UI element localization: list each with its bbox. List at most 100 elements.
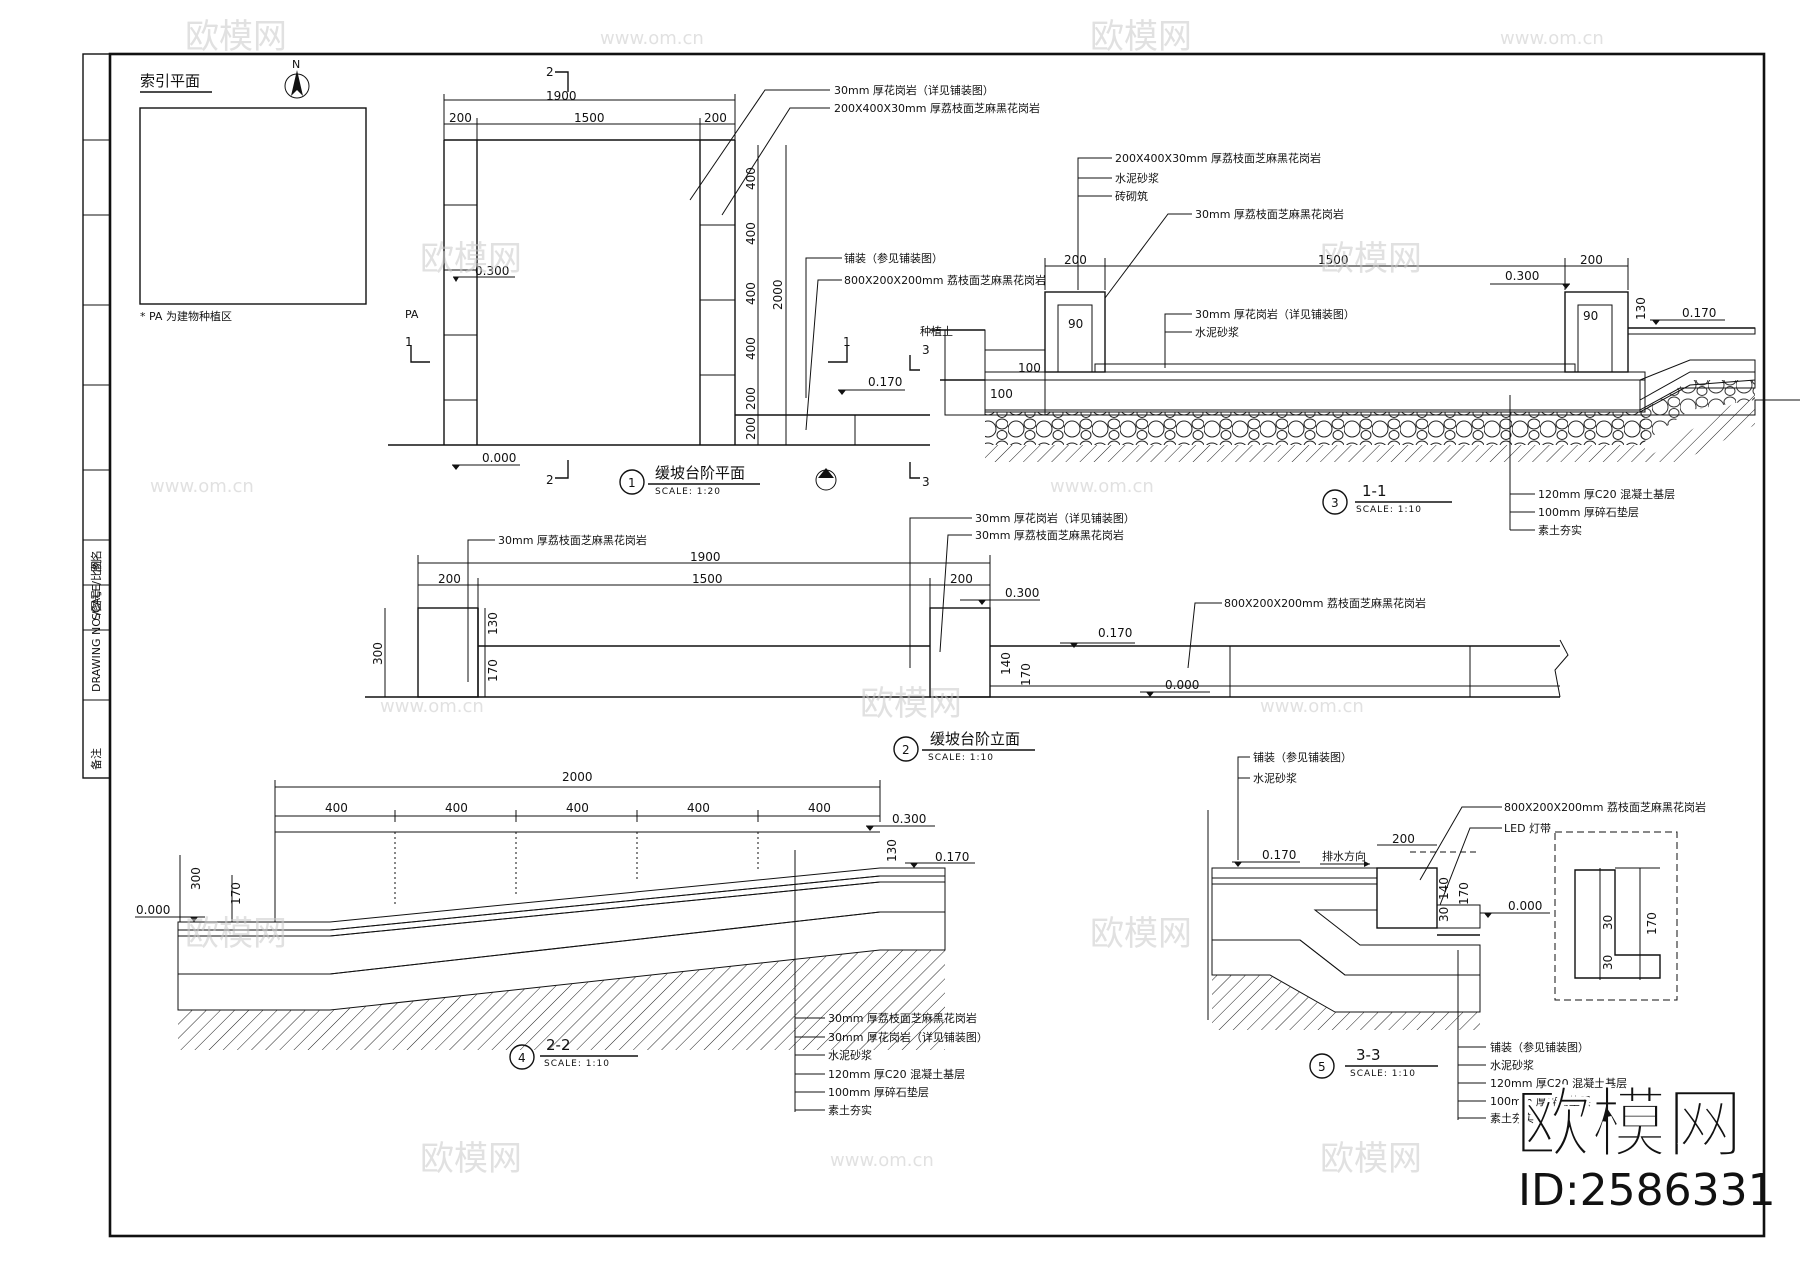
d1-note-4: 800X200X200mm 荔枝面芝麻黑花岗岩	[844, 273, 1046, 287]
d3-note-mid-2: 水泥砂浆	[1195, 325, 1239, 339]
cut-3a: 3	[922, 343, 930, 357]
d2-h170b: 170	[1019, 663, 1033, 686]
titleblock-text-1: 图名	[89, 550, 103, 572]
d4-note-5: 100mm 厚碎石垫层	[828, 1085, 929, 1099]
titleblock-text-3: DRAWING NO./图号	[90, 589, 103, 692]
d4-level-2: 0.170	[935, 850, 969, 864]
level-marker-icon	[1652, 320, 1660, 325]
d5-note-bottom-5: 素土夯实	[1490, 1111, 1534, 1125]
d5-level-2: 0.000	[1508, 899, 1542, 913]
d2-dim-mid: 1500	[692, 572, 723, 586]
d2-note-3: 30mm 厚荔枝面芝麻黑花岗岩	[975, 528, 1124, 542]
d4-note-6: 素土夯实	[828, 1103, 872, 1117]
d4-note-2: 30mm 厚花岗岩（详见铺装图）	[828, 1030, 988, 1044]
watermark-brand-8: 欧模网	[420, 1139, 522, 1179]
d5-note-top-3: 800X200X200mm 荔枝面芝麻黑花岗岩	[1504, 800, 1706, 814]
watermark-layer: 欧模网 www.om.cn 欧模网 www.om.cn 欧模网 欧模网 www.…	[150, 17, 1604, 1179]
titleblock-text-2: SCALE/比例	[89, 559, 103, 620]
d1-dim-total: 1900	[546, 89, 577, 103]
d2-scale: SCALE: 1:10	[928, 753, 994, 763]
drawing-5-section-3-3: 200 140 170 30 0.170 排水方向 0.000 30 170 3…	[1207, 750, 1706, 1125]
d5-title: 3-3	[1356, 1046, 1381, 1064]
d5-detail-30b: 30	[1601, 955, 1615, 970]
level-marker-icon	[453, 277, 459, 282]
d1-vdim-6: 200	[744, 417, 758, 440]
d4-dim-4: 400	[687, 801, 710, 815]
d1-dim-right: 200	[704, 111, 727, 125]
d3-dim-mid: 1500	[1318, 253, 1349, 267]
d5-number: 5	[1318, 1060, 1326, 1074]
d3-dim-100b: 100	[990, 387, 1013, 401]
watermark-url-2: www.om.cn	[1500, 28, 1604, 49]
brand-id-text: ID:2586331	[1518, 1165, 1776, 1216]
drain-arrow-icon	[1364, 861, 1370, 867]
d4-scale: SCALE: 1:10	[544, 1059, 610, 1069]
d3-number: 3	[1331, 496, 1339, 510]
d4-h170: 170	[229, 882, 243, 905]
watermark-brand-9: 欧模网	[1320, 1139, 1422, 1179]
d2-h170: 170	[486, 659, 500, 682]
d1-vdim-5: 200	[744, 387, 758, 410]
d3-dim-100a: 100	[1018, 361, 1041, 375]
d1-scale: SCALE: 1:20	[655, 487, 721, 497]
d3-level-2: 0.170	[1682, 306, 1716, 320]
d1-vdim-4: 400	[744, 337, 758, 360]
d3-note-bottom-2: 100mm 厚碎石垫层	[1538, 505, 1639, 519]
d1-note-2: 200X400X30mm 厚荔枝面芝麻黑花岗岩	[834, 101, 1040, 115]
d5-note-top-4: LED 灯带	[1504, 822, 1551, 835]
d4-level-0: 0.000	[136, 903, 170, 917]
d5-scale: SCALE: 1:10	[1350, 1069, 1416, 1079]
d3-dim-left: 200	[1064, 253, 1087, 267]
d2-number: 2	[902, 743, 910, 757]
drawing-1-plan: 1900 200 1500 200 400 400 400 400 200 20…	[388, 65, 1046, 497]
d3-note-top-1: 200X400X30mm 厚荔枝面芝麻黑花岗岩	[1115, 151, 1321, 165]
d1-note-3: 铺装（参见铺装图）	[844, 251, 943, 265]
index-plan-title: 索引平面	[140, 72, 200, 90]
d1-note-1: 30mm 厚花岗岩（详见铺装图）	[834, 83, 994, 97]
d3-note-bottom-3: 素土夯实	[1538, 523, 1582, 537]
d1-vdim-3: 400	[744, 282, 758, 305]
d3-scale: SCALE: 1:10	[1356, 505, 1422, 515]
d1-number: 1	[628, 476, 636, 490]
d4-h300: 300	[189, 867, 203, 890]
d5-level-1: 0.170	[1262, 848, 1296, 862]
d1-dim-left: 200	[449, 111, 472, 125]
d3-note-top-2: 水泥砂浆	[1115, 171, 1159, 185]
d2-note-4: 800X200X200mm 荔枝面芝麻黑花岗岩	[1224, 596, 1426, 610]
d3-level-1: 0.300	[1505, 269, 1539, 283]
watermark-brand-2: 欧模网	[1090, 17, 1192, 57]
d4-dim-5: 400	[808, 801, 831, 815]
d5-note-bottom-2: 水泥砂浆	[1490, 1058, 1534, 1072]
cut-2b: 2	[546, 473, 554, 487]
level-marker-icon	[1484, 913, 1492, 918]
drawing-number-badge	[619, 469, 645, 495]
watermark-url-6: www.om.cn	[1260, 696, 1364, 717]
level-marker-icon	[1070, 643, 1078, 648]
watermark-url-5: www.om.cn	[380, 696, 484, 717]
watermark-brand-7: 欧模网	[1090, 914, 1192, 954]
cut-3b: 3	[922, 475, 930, 489]
d5-note-bottom-4: 100mm 厚碎石垫层	[1490, 1094, 1591, 1108]
d4-note-1: 30mm 厚荔枝面芝麻黑花岗岩	[828, 1011, 977, 1025]
d1-dim-mid: 1500	[574, 111, 605, 125]
d1-level-2: 0.170	[868, 375, 902, 389]
d2-title: 缓坡台阶立面	[930, 730, 1020, 748]
drawing-2-elevation: 1900 200 1500 200 300 130 170 140 170 0.…	[365, 511, 1569, 763]
d3-dim-90a: 90	[1068, 317, 1083, 331]
d5-detail-30a: 30	[1601, 915, 1615, 930]
d5-note-top-2: 水泥砂浆	[1253, 771, 1297, 785]
watermark-brand-3: 欧模网	[420, 239, 522, 279]
cut-2a: 2	[546, 65, 554, 79]
north-arrow-icon	[284, 70, 310, 99]
level-marker-icon	[190, 917, 198, 922]
d2-dim-total: 1900	[690, 550, 721, 564]
drawing-number-badge	[1309, 1053, 1335, 1079]
cut-1b: 1	[843, 335, 851, 349]
drawing-3-section-1-1: 200 1500 200 0.300 0.170 90 90 130	[920, 151, 1800, 537]
index-plan-note: * PA 为建物种植区	[140, 309, 232, 323]
d4-note-4: 120mm 厚C20 混凝土基层	[828, 1067, 965, 1081]
level-marker-icon	[1562, 284, 1570, 289]
drawing-number-badge	[1322, 489, 1348, 515]
d1-vdim-2: 400	[744, 222, 758, 245]
